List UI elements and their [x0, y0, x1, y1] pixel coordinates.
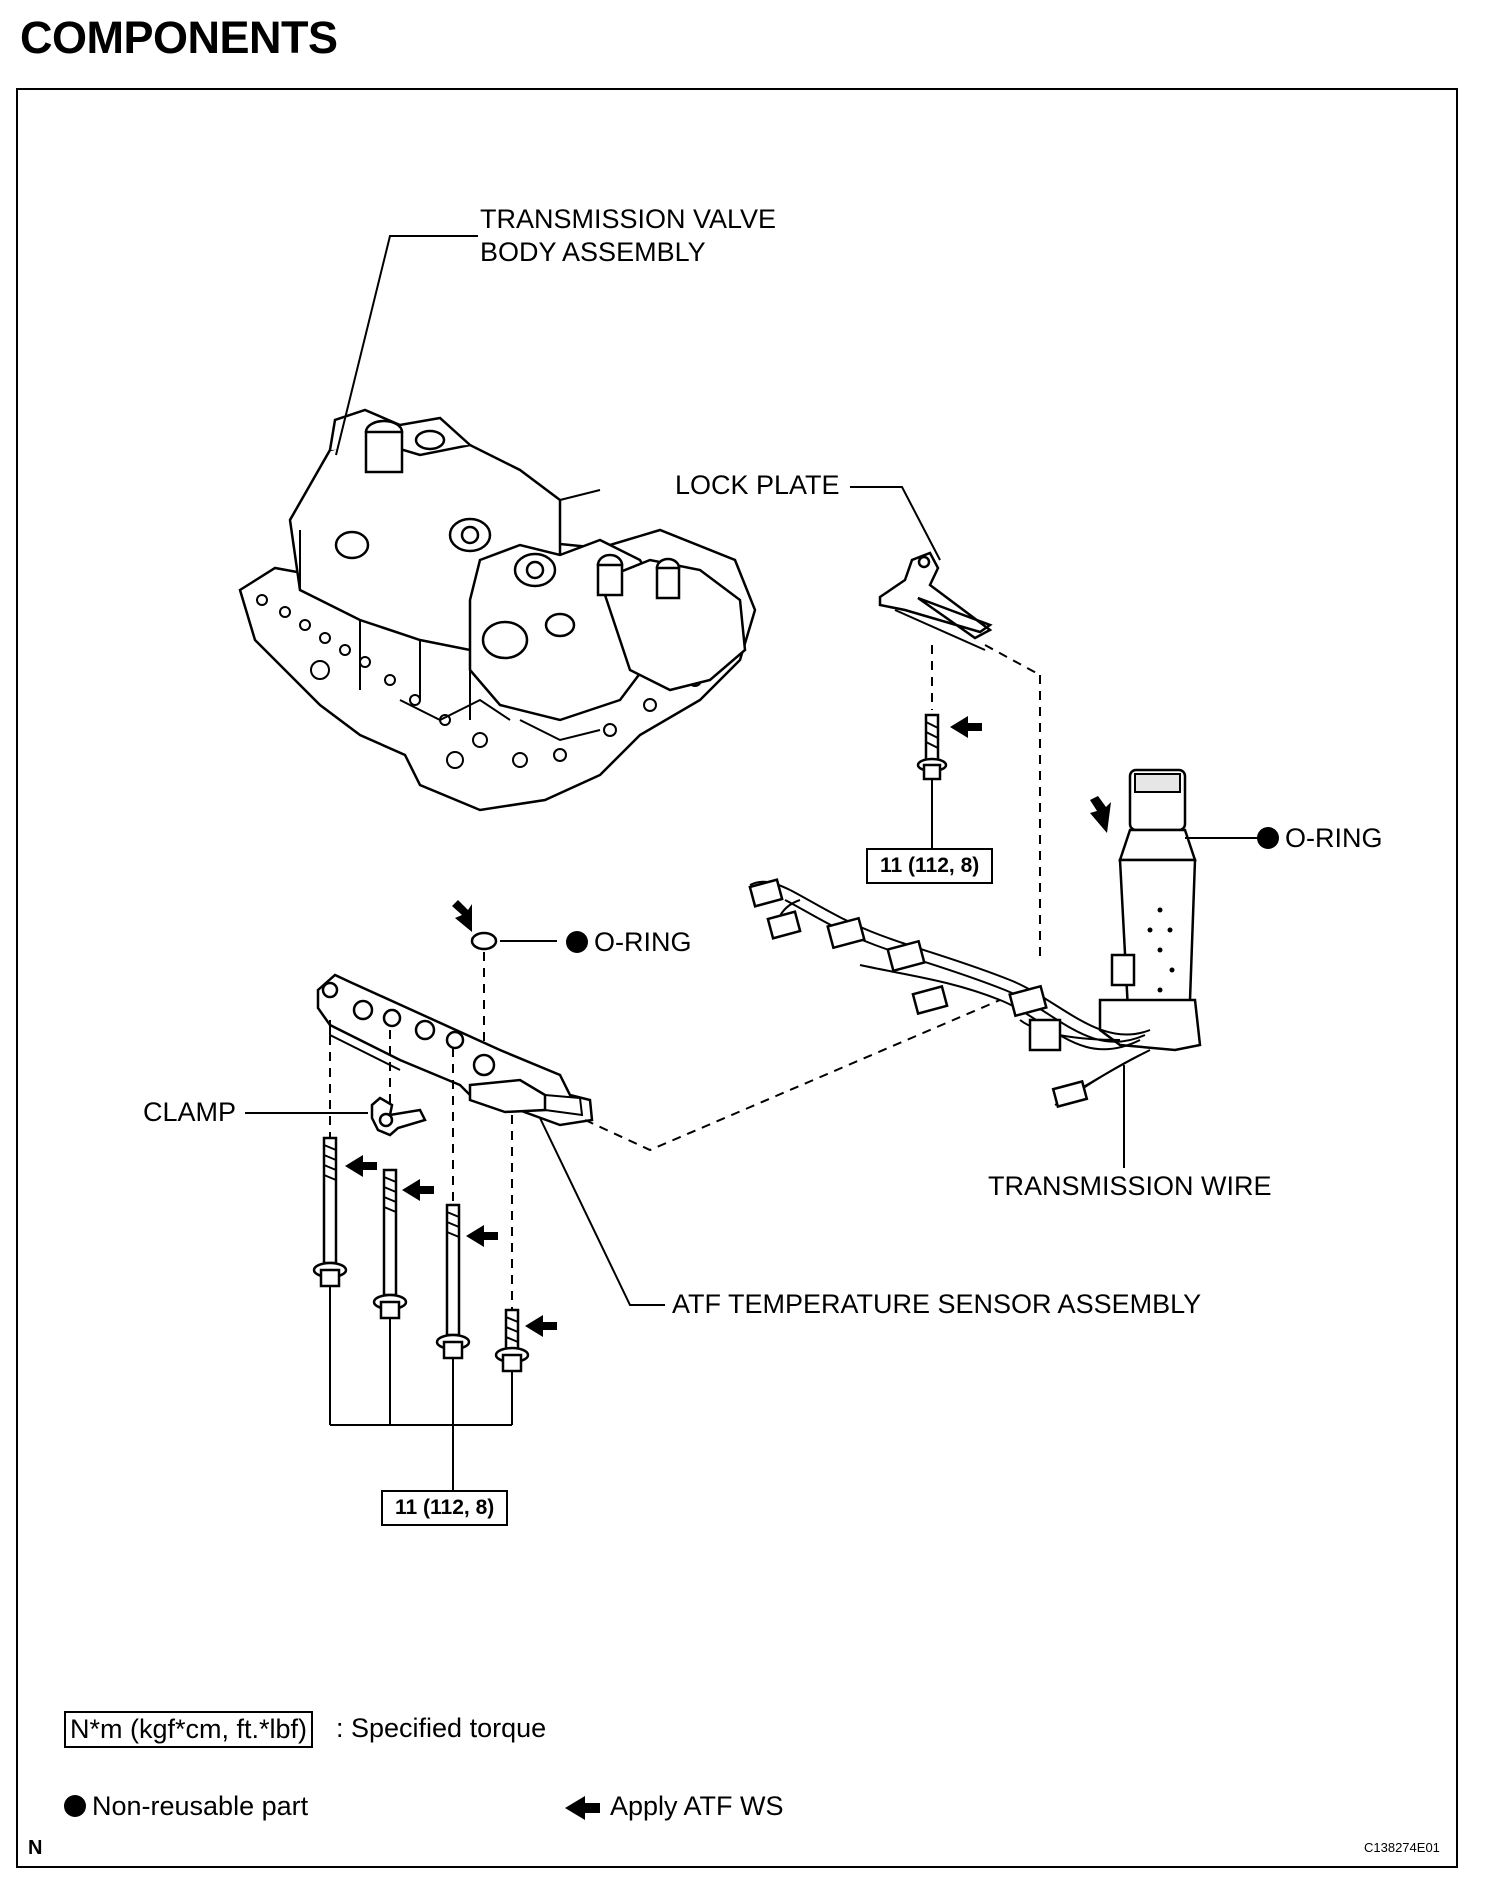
lower-o-ring-label: O-RING — [566, 926, 692, 959]
upper-torque-box: 11 (112, 8) — [866, 848, 994, 884]
atf-sensor-label: ATF TEMPERATURE SENSOR ASSEMBLY — [672, 1289, 1202, 1319]
non-reusable-legend: Non-reusable part — [64, 1790, 308, 1823]
lock-plate-bolt — [916, 713, 948, 781]
sensor-bolt-1 — [312, 1136, 348, 1288]
torque-unit-legend: N*m (kgf*cm, ft.*lbf) — [64, 1711, 314, 1748]
valve-body-label-line2: BODY ASSEMBLY — [480, 237, 706, 267]
bolt-4-apply-arrow-icon — [525, 1315, 557, 1337]
lock-plate-drawing — [878, 551, 993, 651]
valve-body-label-line1: TRANSMISSION VALVE — [480, 204, 777, 234]
bolt-1-apply-arrow-icon — [345, 1155, 377, 1177]
clamp-drawing — [370, 1096, 427, 1137]
clamp-label: CLAMP — [143, 1097, 237, 1127]
non-reusable-text: Non-reusable part — [92, 1791, 309, 1821]
sensor-wire-guide — [584, 999, 1001, 1152]
atf-sensor-drawing — [316, 973, 594, 1127]
upper-o-ring-text: O-RING — [1285, 823, 1383, 853]
apply-atf-legend: Apply ATF WS — [610, 1791, 784, 1821]
transmission-wire-label: TRANSMISSION WIRE — [988, 1171, 1272, 1201]
apply-atf-arrow-icon — [565, 1796, 600, 1820]
lower-o-ring-drawing — [470, 931, 498, 951]
valve-body-leader — [335, 235, 478, 456]
o-ring-apply-arrow-icon — [452, 900, 472, 932]
torque-legend-text: : Specified torque — [336, 1713, 547, 1743]
lower-o-ring-dot-icon — [566, 931, 588, 953]
sensor-bolt-2 — [372, 1168, 408, 1320]
corner-letter: N — [28, 1837, 43, 1859]
sensor-bolt-4 — [494, 1308, 530, 1373]
non-reusable-dot-icon — [64, 1795, 86, 1817]
sensor-bolt-3 — [435, 1203, 471, 1360]
upper-o-ring-dot-icon — [1257, 827, 1279, 849]
lock-plate-label: LOCK PLATE — [675, 470, 840, 500]
lock-bolt-apply-arrow-icon — [950, 716, 982, 738]
lock-plate-leader — [850, 486, 941, 561]
valve-body-drawing — [238, 408, 757, 812]
lower-torque-box: 11 (112, 8) — [381, 1490, 509, 1526]
diagram-frame — [16, 88, 1458, 1868]
bolt-2-apply-arrow-icon — [402, 1179, 434, 1201]
atf-sensor-leader — [539, 1117, 665, 1306]
bolt-3-apply-arrow-icon — [466, 1225, 498, 1247]
connector-apply-arrow-icon — [1090, 796, 1111, 833]
transmission-wire-drawing — [748, 768, 1202, 1109]
figure-code: C138274E01 — [1364, 1840, 1440, 1855]
lower-torque-leader — [329, 1287, 513, 1490]
lock-plate-wire-guide — [984, 644, 1041, 676]
upper-o-ring-label: O-RING — [1257, 822, 1383, 855]
page-title: COMPONENTS — [20, 12, 338, 63]
lower-o-ring-text: O-RING — [594, 927, 692, 957]
